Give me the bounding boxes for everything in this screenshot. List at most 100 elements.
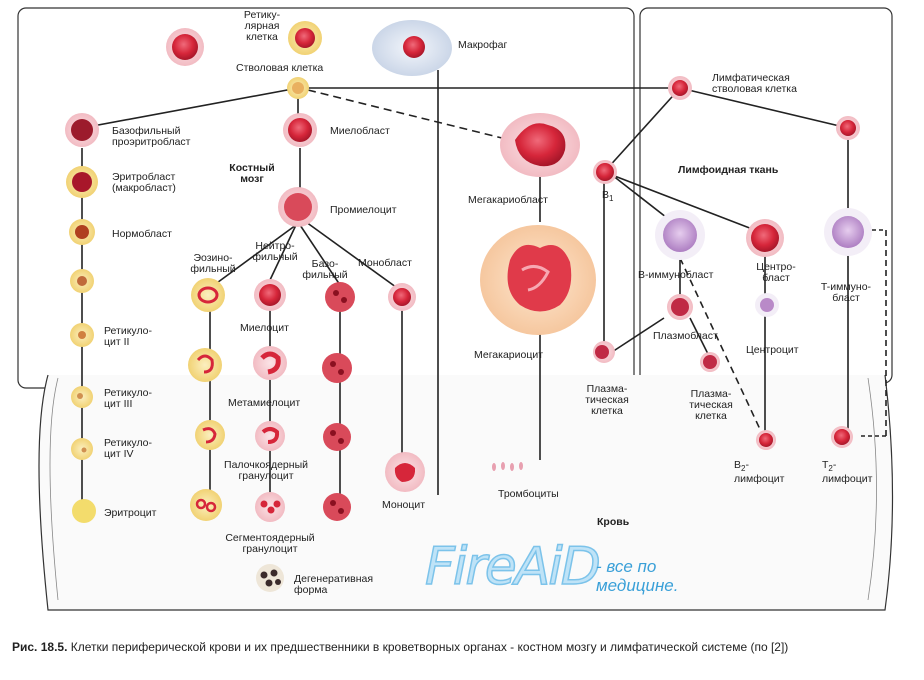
reticulocyte-3-label: Ретикуло- цит III [104, 387, 153, 410]
monoblast-cell [388, 283, 416, 311]
t-immunoblast-label: T-иммуно- бласт [820, 281, 872, 304]
basophilic-label: Базо- фильный [302, 258, 348, 281]
monocyte-cell [385, 452, 425, 492]
segmented-granulocyte-label: Сегментоядерный гранулоцит [225, 532, 315, 555]
reticulocyte-2-cell [70, 323, 94, 347]
figure-caption: Рис. 18.5. Клетки периферической крови и… [12, 640, 912, 655]
centrocyte-label: Центроцит [746, 344, 799, 356]
erythrocyte-cell [72, 499, 96, 523]
monocyte-label: Моноцит [382, 499, 426, 511]
platelets-label: Тромбоциты [498, 488, 559, 500]
neutrophilic-label: Нейтро- фильный [252, 240, 298, 263]
plasma-cell-left [593, 341, 615, 363]
eosinophilic-metamyelocyte-cell [188, 348, 222, 382]
t-lymphatic-progenitor-cell [836, 116, 860, 140]
figure-caption-text: Клетки периферической крови и их предшес… [67, 640, 789, 654]
centroblast-cell [746, 219, 784, 257]
reticulocyte-2-label: Ретикуло- цит II [104, 325, 153, 348]
plasma-cell-right [700, 352, 720, 372]
blood-vessel-inner-edge-right [867, 377, 877, 601]
megakaryoblast-label: Мегакариобласт [468, 194, 548, 206]
basophilic-proerythroblast-label: Базофильный проэритробласт [112, 125, 191, 148]
bone-marrow-label: Костный мозг [229, 162, 275, 185]
reticulocyte-4-cell [71, 438, 93, 460]
stem-cell [287, 77, 309, 99]
figure-caption-number: Рис. 18.5. [12, 640, 68, 654]
metamyelocyte-label: Метамиелоцит [228, 397, 301, 409]
erythroid-intermediate-cell [70, 269, 94, 293]
t2-tail: - лимфоцит [822, 459, 873, 486]
neutrophilic-band-cell [255, 421, 285, 451]
eosinophilic-segmented-cell [190, 489, 222, 521]
stem-cell-label: Стволовая клетка [236, 62, 324, 74]
t2-letter: T [822, 459, 829, 471]
t-immunoblast-cell [824, 208, 872, 256]
myelocyte-label: Миелоцит [240, 322, 289, 334]
plasmoblast-cell [667, 294, 693, 320]
myeloblast-label: Миелобласт [330, 125, 390, 137]
centrocyte-cell [755, 293, 779, 317]
reticular-cell-label: Ретику- лярная клетка [243, 9, 281, 43]
blood-vessel-outline [38, 374, 894, 611]
degenerative-form-cell [256, 564, 284, 592]
b1-subscript: 1 [609, 194, 614, 204]
reticular-cell-left [166, 28, 204, 66]
lymphatic-stem-cell [668, 76, 692, 100]
eosinophilic-myelocyte-cell [191, 278, 225, 312]
basophilic-metamyelocyte-cell [322, 353, 352, 383]
macrophage-cell [372, 20, 452, 76]
eosinophilic-band-cell [195, 420, 225, 450]
platelets [492, 462, 523, 471]
degenerative-form-label: Дегенеративная форма [294, 573, 374, 596]
fireaid-watermark-logo: FireAiD [424, 536, 601, 598]
monoblast-label: Монобласт [358, 257, 412, 269]
blood-vessel-inner-edge [49, 377, 59, 601]
b2-subscript: 2 [741, 464, 746, 474]
normoblast-label: Нормобласт [112, 228, 172, 240]
b2-lymphocyte-cell [756, 430, 776, 450]
t2-subscript: 2 [828, 464, 833, 474]
centroblast-label: Центро- бласт [756, 261, 796, 284]
fireaid-watermark-tagline: - все по медицине. [596, 557, 679, 595]
promyelocyte-label: Промиелоцит [330, 204, 397, 216]
b-immunoblast-label: B-иммунобласт [638, 269, 714, 281]
reticulocyte-3-cell [71, 386, 93, 408]
neutrophilic-metamyelocyte-cell [253, 346, 287, 380]
reticulocyte-4-label: Ретикуло- цит IV [104, 437, 153, 460]
b1-letter: B [602, 189, 610, 201]
megakaryoblast-cell [500, 113, 580, 177]
neutrophilic-segmented-cell [255, 492, 285, 522]
lymphoid-tissue-label: Лимфоидная ткань [678, 164, 779, 176]
b2-lymphocyte-label: B2- лимфоцит [734, 459, 785, 486]
eosinophilic-label: Эозино- фильный [190, 252, 236, 275]
basophilic-proerythroblast-cell [65, 113, 99, 147]
plasma-cell-right-label: Плазма- тическая клетка [689, 388, 733, 422]
basophilic-myelocyte-cell [325, 282, 355, 312]
b2-tail: - лимфоцит [734, 459, 785, 486]
lymphoid-tissue-box [639, 7, 893, 384]
erythroblast-label: Эритробласт (макробласт) [112, 171, 176, 194]
b1-label: B1 [602, 190, 613, 204]
b2-letter: B [734, 459, 742, 471]
erythroblast-cell [66, 166, 98, 198]
blood-label: Кровь [597, 516, 630, 528]
erythrocyte-label: Эритроцит [104, 507, 157, 519]
plasmoblast-label: Плазмобласт [653, 330, 718, 342]
b-immunoblast-cell [655, 210, 705, 260]
lymph-stem-cell-label: Лимфатическая стволовая клетка [712, 72, 797, 95]
promyelocyte-cell [278, 187, 318, 227]
t2-lymphocyte-label: T2- лимфоцит [822, 459, 873, 486]
basophilic-band-cell [323, 423, 351, 451]
normoblast-cell [69, 219, 95, 245]
reticular-cell [288, 21, 322, 55]
t2-lymphocyte-cell [831, 426, 853, 448]
myeloblast-cell [283, 113, 317, 147]
macrophage-label: Макрофаг [458, 39, 508, 51]
megakaryocyte-label: Мегакариоцит [474, 349, 544, 361]
band-granulocyte-label: Палочкоядерный гранулоцит [224, 459, 308, 482]
basophilic-segmented-cell [323, 493, 351, 521]
neutrophilic-myelocyte-cell [254, 279, 286, 311]
plasma-cell-left-label: Плазма- тическая клетка [585, 383, 629, 417]
